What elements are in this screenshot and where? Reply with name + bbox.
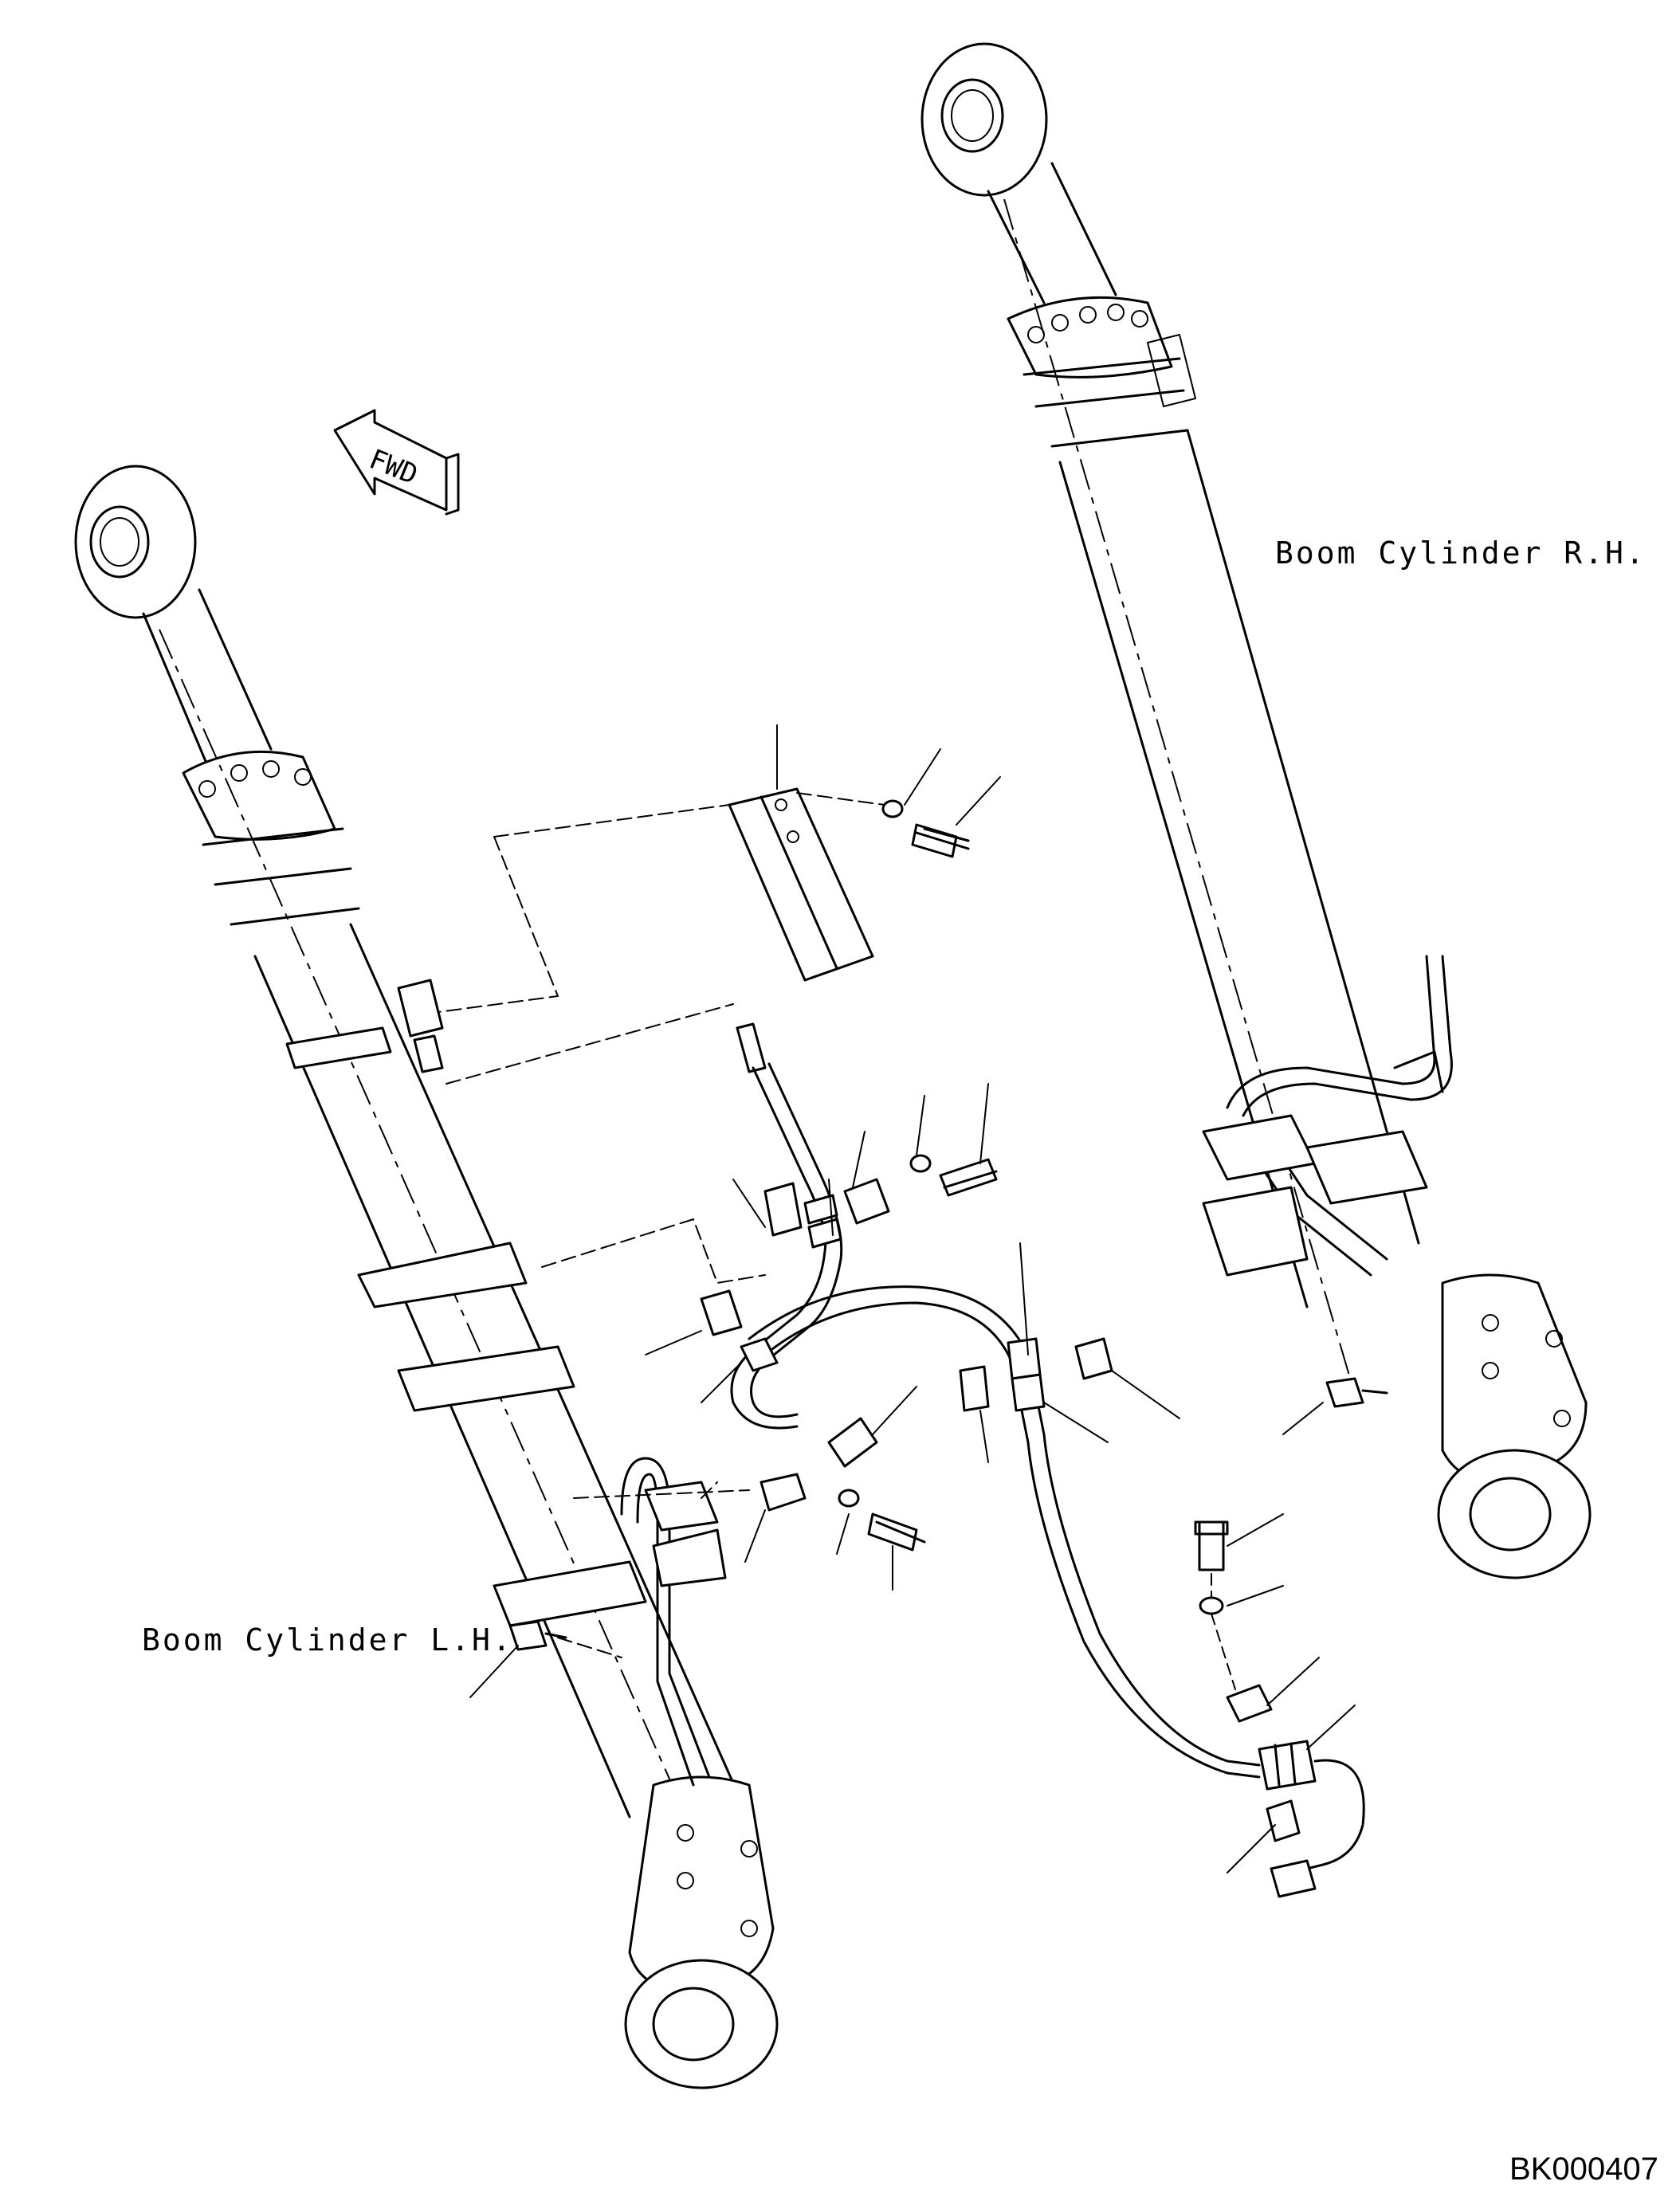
fwd-arrow: FWD xyxy=(333,409,460,516)
label-boom-cylinder-lh: Boom Cylinder L.H. xyxy=(142,1622,513,1658)
hose-assembly xyxy=(397,979,1388,1898)
bracket-cover xyxy=(438,724,1001,1013)
leader-lines xyxy=(469,1083,1356,1873)
label-boom-cylinder-rh: Boom Cylinder R.H. xyxy=(1275,536,1647,571)
boom-cylinder-right xyxy=(920,42,1592,1579)
drawing-code: BK000407 xyxy=(1509,2152,1658,2187)
boom-cylinder-left xyxy=(74,465,779,2089)
